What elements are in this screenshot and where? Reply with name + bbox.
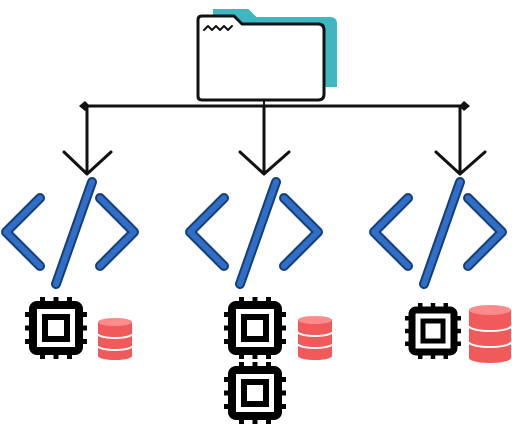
folder-icon (196, 9, 337, 102)
database-icon (468, 305, 512, 363)
code-brackets-icon (185, 177, 323, 289)
processor-chip-icon (405, 303, 461, 359)
folder-body (196, 14, 326, 102)
branch-arrow-3 (434, 106, 487, 176)
processor-chip-icon (224, 362, 286, 424)
branch-arrow-2 (238, 106, 291, 176)
database-icon (297, 316, 333, 360)
code-brackets-icon (1, 177, 139, 289)
branch-arrow-1 (62, 106, 113, 176)
database-icon (97, 318, 133, 360)
folder-label-scribble (203, 25, 233, 31)
processor-chip-icon (25, 297, 87, 359)
connector-lines (79, 100, 470, 111)
connector-end-right (459, 101, 470, 111)
code-brackets-icon (369, 177, 507, 289)
processor-chip-icon (224, 297, 286, 359)
